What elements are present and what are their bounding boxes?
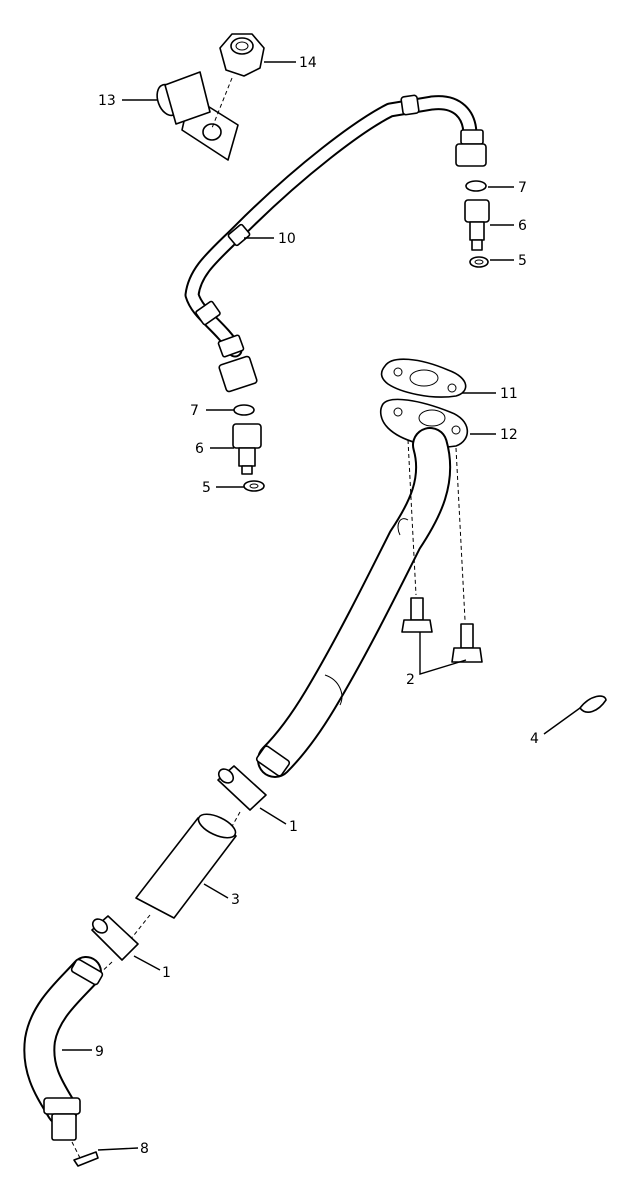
clamp-axis-lower [94, 961, 113, 979]
callout-11: 11 [500, 386, 518, 402]
fitting-lower-left [232, 404, 265, 492]
cap-4 [579, 695, 607, 713]
callout-6-lower: 6 [195, 441, 204, 457]
hose-axis [129, 914, 151, 941]
bolt-2-left [401, 597, 433, 633]
return-pipe [255, 427, 452, 778]
gasket-11 [380, 358, 467, 398]
callout-2: 2 [406, 672, 415, 688]
callout-10: 10 [278, 231, 296, 247]
clip-13 [156, 71, 239, 161]
feed-pipe-10 [184, 94, 487, 393]
bolt-axis-right [455, 447, 466, 621]
bolt-axis-left [407, 439, 417, 596]
callout-14: 14 [299, 55, 317, 71]
nut-14 [219, 33, 265, 77]
callout-8: 8 [140, 1141, 149, 1157]
fitting-upper-right [464, 180, 490, 268]
pipe-axis [71, 1141, 83, 1163]
callout-1-lower: 1 [162, 965, 171, 981]
callout-9: 9 [95, 1044, 104, 1060]
hose-clamp-1-upper [217, 765, 267, 811]
callout-12: 12 [500, 427, 518, 443]
callout-5-upper: 5 [518, 253, 527, 269]
flange-12 [379, 398, 469, 448]
callout-1-upper: 1 [289, 819, 298, 835]
callout-13: 13 [98, 93, 116, 109]
bolt-2-right [451, 623, 483, 663]
callout-5-lower: 5 [202, 480, 211, 496]
axis-line [211, 77, 233, 129]
callout-4: 4 [530, 731, 539, 747]
hose-clamp-1-lower [91, 915, 139, 961]
callout-3: 3 [231, 892, 240, 908]
callout-6-upper: 6 [518, 218, 527, 234]
leader-lines [62, 61, 581, 1151]
hose-3 [135, 813, 237, 919]
callout-7-lower: 7 [190, 403, 199, 419]
callout-7-upper: 7 [518, 180, 527, 196]
clip-8 [73, 1151, 99, 1167]
pipe-9 [23, 956, 104, 1141]
